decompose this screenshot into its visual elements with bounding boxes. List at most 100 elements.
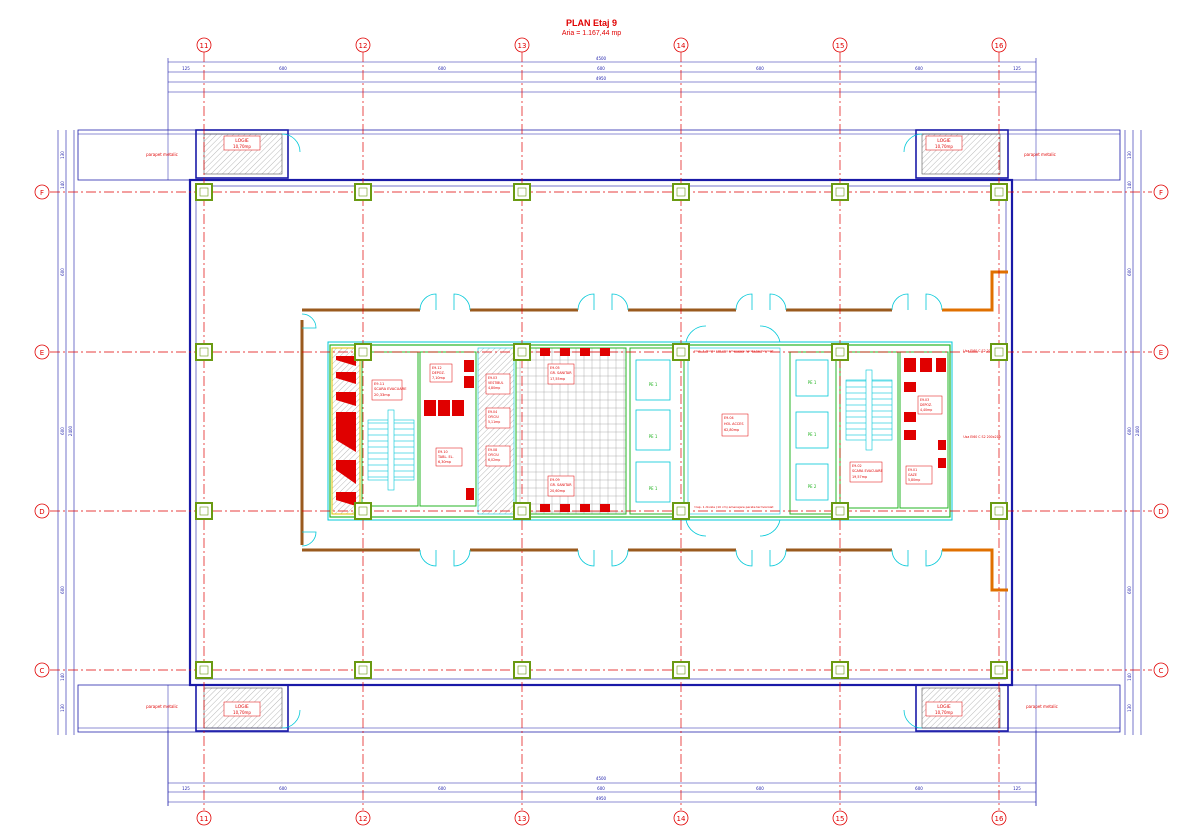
dim-text: 130 [60, 151, 65, 159]
dim-text: 140 [1127, 181, 1132, 189]
axis-bubble [34, 184, 50, 200]
axis-label: D [1158, 508, 1163, 516]
loggia-area: 10,70mp [233, 144, 251, 149]
column [831, 502, 849, 520]
elevator-label: PE 1 [649, 434, 658, 439]
axis-label: 12 [359, 42, 368, 50]
loggia-top-left: LOGIE 10,70mp parapet metalic [146, 129, 289, 179]
room-code: E9.10 [438, 450, 448, 454]
room-code: E9.04 [488, 410, 497, 414]
hall-note-top: trap. 1 divizie (10 cm) amenajare perete… [695, 349, 775, 353]
door-note: Usa EI60 C S2 200x210 [963, 349, 1000, 353]
column [990, 502, 1008, 520]
loggia-area: 10,70mp [935, 144, 953, 149]
column [513, 661, 531, 679]
axis-bubble [196, 37, 212, 53]
loggia-bottom-left: LOGIE 10,70mp parapet metalic [146, 684, 289, 732]
axis-label: 15 [836, 815, 845, 823]
column-core [199, 187, 209, 197]
axis-label: C [1159, 667, 1164, 675]
column-core [835, 347, 845, 357]
dim-text: 125 [182, 786, 190, 791]
column [513, 502, 531, 520]
door-note: Usa EI60 C S2 200x210 [963, 435, 1000, 439]
column [195, 343, 213, 361]
loggia-label: LOGIE [235, 138, 249, 144]
column-core [994, 187, 1004, 197]
axis-label: 14 [677, 42, 686, 50]
axis-bubble [991, 810, 1007, 826]
dim-text: 600 [756, 786, 764, 791]
dim-text: 600 [756, 66, 764, 71]
parapet-note: parapet metalic [1026, 704, 1058, 709]
dim-text: 600 [438, 786, 446, 791]
loggia-area: 10,70mp [233, 710, 251, 715]
axis-bubble [34, 344, 50, 360]
column [990, 661, 1008, 679]
axis-bubble [196, 810, 212, 826]
axis-label: 11 [200, 815, 209, 823]
axis-label: E [40, 349, 44, 357]
column [672, 661, 690, 679]
room-area: 20,33mp [374, 393, 391, 397]
dim-text: 600 [1127, 427, 1132, 435]
dim-text: 130 [1127, 151, 1132, 159]
dim-text: 2400 [1135, 425, 1140, 436]
room-name: SCARA EVACUARE [374, 387, 407, 391]
axis-grid [50, 52, 1152, 810]
column-core [517, 506, 527, 516]
axis-bubble [1153, 503, 1169, 519]
axis-bubble [832, 37, 848, 53]
room-code: E9.05 [550, 366, 560, 370]
dim-text: 600 [1127, 586, 1132, 594]
column [831, 661, 849, 679]
column-core [676, 187, 686, 197]
column-core [199, 665, 209, 675]
room-name: SCARA EVACUARE [852, 469, 883, 473]
axis-label: 12 [359, 815, 368, 823]
column [513, 343, 531, 361]
room-area: 5,80mp [908, 478, 920, 482]
room-area: 4,80mp [488, 386, 500, 390]
room-name: GAZE [908, 473, 917, 477]
elevator-label: PE 1 [808, 432, 817, 437]
axis-label: D [39, 508, 44, 516]
column [354, 502, 372, 520]
dim-text: 4950 [596, 76, 607, 81]
room-name: GR. SANITAR [550, 371, 572, 375]
dim-text: 600 [915, 66, 923, 71]
dim-text: 600 [60, 427, 65, 435]
axis-bubble [34, 662, 50, 678]
room-code: E9.01 [908, 468, 917, 472]
axis-label: F [1159, 189, 1163, 197]
column [672, 502, 690, 520]
axis-bubble [355, 37, 371, 53]
parapet-note: parapet metalic [1024, 152, 1056, 157]
dim-text: 600 [60, 268, 65, 276]
dim-text: 600 [915, 786, 923, 791]
room-code: E9.03 [488, 376, 497, 380]
room-name: VESTIBUL [488, 381, 504, 385]
room-name: DEPOZ. [920, 403, 932, 407]
elevator-label: PE 1 [649, 486, 658, 491]
plan-subtitle: Aria = 1.167,44 mp [561, 30, 622, 37]
column [513, 183, 531, 201]
column [990, 343, 1008, 361]
room-area: 6,02mp [488, 458, 500, 462]
room-area: 7,10mp [432, 376, 445, 380]
room-area: 5,11mp [488, 420, 500, 424]
door-swings [281, 133, 943, 729]
column [354, 183, 372, 201]
top-dimension-lines [167, 58, 1037, 130]
dim-text: 130 [1127, 704, 1132, 712]
column [990, 183, 1008, 201]
column [831, 343, 849, 361]
axis-label: C [40, 667, 45, 675]
column-core [517, 665, 527, 675]
axis-bubble [1153, 662, 1169, 678]
axis-bubble [673, 37, 689, 53]
room-name: DEPOZ. [432, 371, 445, 375]
dim-text: 600 [279, 66, 287, 71]
